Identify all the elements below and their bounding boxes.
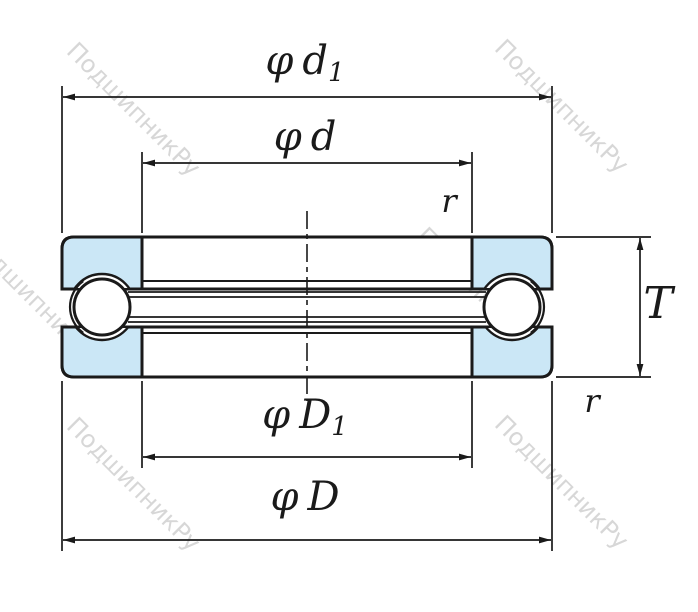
- dim-label-r-bottom: r: [584, 382, 601, 420]
- dim-label-r-top: r: [441, 182, 458, 220]
- bearing-section: [60, 211, 554, 401]
- ball-right: [482, 277, 542, 337]
- watermark-top-right: ПодшипникРу: [489, 34, 634, 179]
- watermark-bottom-left: ПодшипникРу: [61, 412, 206, 557]
- watermark-top-left: ПодшипникРу: [61, 37, 206, 182]
- bottom-washer-section-left: [60, 325, 144, 379]
- top-washer-section-left: [60, 235, 144, 291]
- cage-pocket-right: [478, 273, 546, 341]
- dimension-lines: [61, 86, 651, 551]
- watermark-bottom-right: ПодшипникРу: [489, 410, 634, 555]
- ball-left: [72, 277, 132, 337]
- cage-pocket-left: [68, 273, 136, 341]
- top-washer-section-right: [470, 235, 554, 291]
- bottom-washer-section-right: [470, 325, 554, 379]
- dim-label-T: T: [643, 278, 676, 329]
